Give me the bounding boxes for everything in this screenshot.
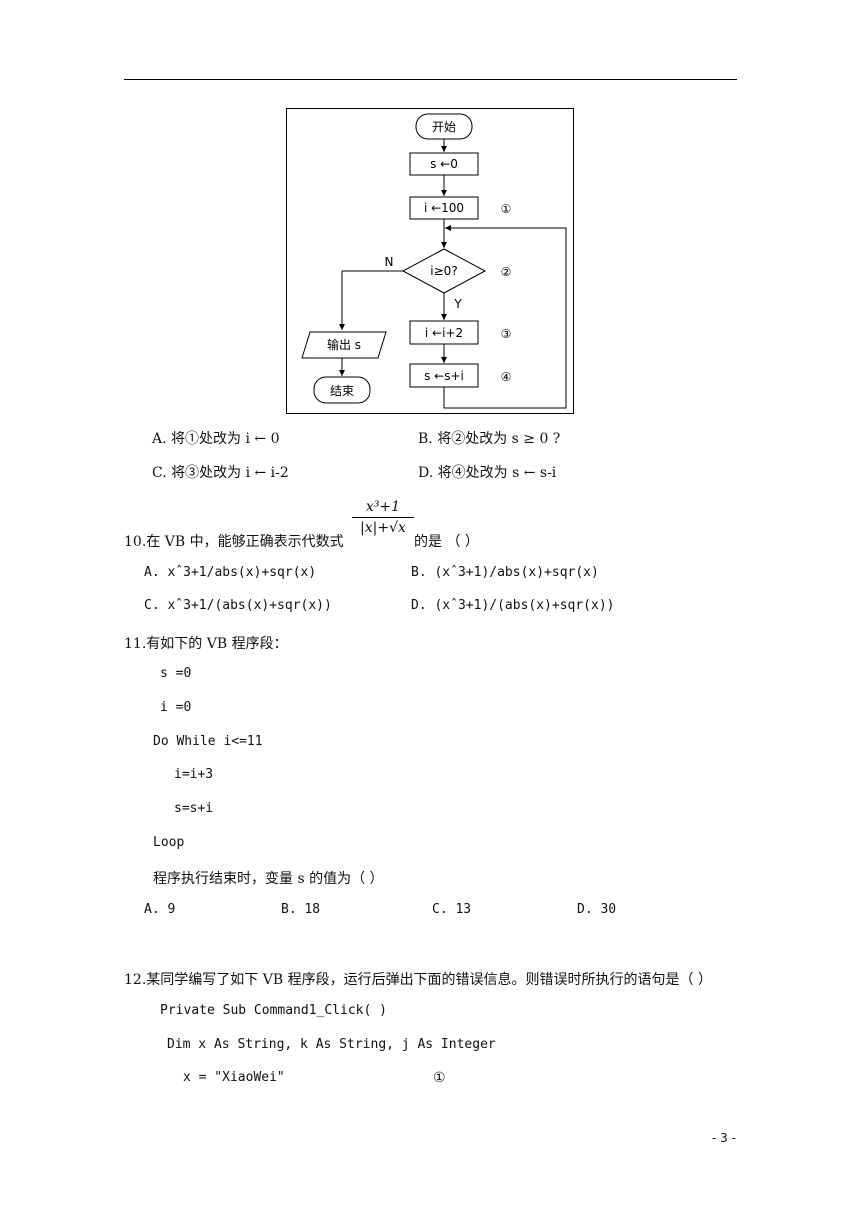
q12-code-line: x = "XiaoWei" (183, 1070, 285, 1085)
q12-code-line: Dim x As String, k As String, j As Integ… (167, 1037, 496, 1052)
i-update-label: i ←i+2 (425, 326, 463, 340)
q9-option-c: C. 将③处改为 i ← i-2 (152, 465, 289, 481)
mark-4: ④ (501, 370, 512, 384)
mark-3: ③ (501, 327, 512, 341)
q11-stem: 11.有如下的 VB 程序段： (124, 636, 288, 652)
i-init-label: i ←100 (424, 201, 464, 215)
condition-label: i≥0? (430, 264, 457, 278)
start-label: 开始 (432, 120, 456, 134)
q9-option-d: D. 将④处改为 s ← s-i (418, 465, 557, 481)
fraction-denominator: |x|+√x (360, 520, 406, 536)
mark-1: ① (501, 202, 512, 216)
s-init-label: s ←0 (430, 157, 458, 171)
q10-option-c: C. xˆ3+1/(abs(x)+sqr(x)) (144, 598, 332, 613)
q11-code-line: s=s+i (174, 801, 214, 816)
flowchart-figure: 开始 s ←0 i ←100 ① i≥0? ② N 输出 s 结束 Y i ←i… (286, 108, 574, 414)
figure-border (286, 108, 574, 414)
q11-option-a: A. 9 (144, 902, 176, 917)
mark-2: ② (501, 265, 512, 279)
output-parallelogram (301, 331, 387, 359)
q12-mark-1: ① (433, 1070, 446, 1086)
flowchart-svg: 开始 s ←0 i ←100 ① i≥0? ② N 输出 s 结束 Y i ←i… (286, 108, 574, 414)
q12-code-line: Private Sub Command1_Click( ) (160, 1003, 387, 1018)
q11-option-d: D. 30 (577, 902, 617, 917)
end-label: 结束 (330, 384, 354, 398)
q11-code-line: s =0 (160, 666, 192, 681)
q11-question: 程序执行结束时，变量 s 的值为（ ） (153, 871, 384, 887)
label-n: N (385, 255, 394, 269)
q9-option-a: A. 将①处改为 i ← 0 (152, 431, 280, 447)
end-terminal (313, 376, 371, 404)
q11-code-line: i=i+3 (174, 767, 214, 782)
q10-option-a: A. xˆ3+1/abs(x)+sqr(x) (144, 565, 317, 580)
fraction-numerator: x³+1 (365, 499, 401, 515)
q10-option-b: B. (xˆ3+1)/abs(x)+sqr(x) (411, 565, 599, 580)
q12-stem: 12.某同学编写了如下 VB 程序段，运行后弹出下面的错误信息。则错误时所执行的… (124, 972, 713, 988)
q11-code-line: i =0 (160, 700, 192, 715)
page-number: - 3 - (712, 1131, 736, 1145)
header-rule (124, 79, 737, 80)
q11-option-b: B. 18 (281, 902, 321, 917)
loop-back-arrow (443, 225, 567, 409)
q10-stem: 10.在 VB 中，能够正确表示代数式 (124, 534, 344, 550)
q10-fraction: x³+1 |x|+√x (352, 498, 414, 537)
q9-option-b: B. 将②处改为 s ≥ 0 ? (418, 431, 561, 447)
q11-option-c: C. 13 (432, 902, 472, 917)
fraction-bar (352, 517, 414, 518)
output-label: 输出 s (327, 337, 361, 352)
s-update-label: s ←s+i (424, 369, 464, 383)
q10-stem-tail: 的是 （ ） (414, 534, 479, 550)
label-y: Y (453, 297, 462, 311)
q11-code-line: Loop (153, 835, 185, 850)
q11-code-line: Do While i<=11 (153, 734, 263, 749)
q10-option-d: D. (xˆ3+1)/(abs(x)+sqr(x)) (411, 598, 615, 613)
